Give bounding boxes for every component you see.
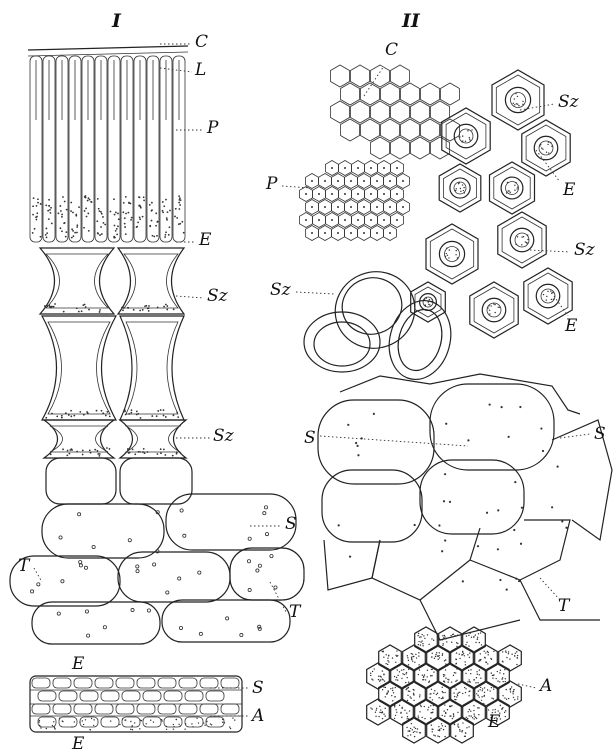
- label-2-tissue: T: [558, 598, 569, 615]
- palisade-layer: [30, 56, 185, 242]
- label-layer-l: L: [195, 62, 206, 79]
- label-hourglass-1: Sz: [207, 288, 228, 305]
- label-small-e-top: E: [72, 656, 84, 673]
- label-2-hourglass-1: Sz: [558, 94, 579, 111]
- label-parenchyma: S: [285, 516, 297, 533]
- label-2-epidermis-a: A: [540, 678, 552, 695]
- parenchyma-dots-2: [338, 403, 568, 590]
- label-hourglass-2: Sz: [213, 428, 234, 445]
- label-tissue-1: T: [18, 558, 29, 575]
- label-small-a: A: [252, 708, 264, 725]
- panel-1-drawing: [10, 46, 304, 732]
- small-section: [30, 676, 242, 732]
- cuticle-layer: [28, 46, 188, 50]
- label-2-parenchyma-1: S: [304, 430, 316, 447]
- hourglass-cell-group-lower: [411, 212, 573, 338]
- label-small-s: S: [252, 680, 264, 697]
- label-2-parenchyma-2: S: [594, 426, 606, 443]
- label-2-cuticle: C: [385, 42, 398, 59]
- label-cuticle: C: [195, 34, 208, 51]
- palisade-cross-section: [300, 161, 410, 241]
- label-epidermis: E: [199, 232, 211, 249]
- panel-1-numeral: I: [112, 12, 121, 31]
- label-small-e-bottom: E: [72, 736, 84, 753]
- panel-2-drawing: [300, 65, 613, 743]
- label-2-palisade: P: [266, 176, 277, 193]
- label-tissue-2: T: [289, 604, 300, 621]
- hourglass-cell-layer: [40, 248, 186, 458]
- leader-lines: [34, 44, 590, 716]
- label-2-epidermis-e: E: [488, 714, 500, 731]
- hourglass-cell-group-upper: [439, 70, 570, 214]
- parenchyma-layer: [10, 458, 304, 644]
- label-2-hourglass-3: Sz: [270, 282, 291, 299]
- parenchyma-dots: [30, 506, 277, 637]
- label-2-hourglass-2: Sz: [574, 242, 595, 259]
- panel-2-numeral: II: [402, 12, 420, 31]
- cuticle-network: [331, 65, 460, 159]
- label-2-epidermis-1: E: [563, 182, 575, 199]
- label-2-epidermis-2: E: [565, 318, 577, 335]
- thick-walled-cells: [304, 261, 459, 387]
- label-palisade: P: [207, 120, 218, 137]
